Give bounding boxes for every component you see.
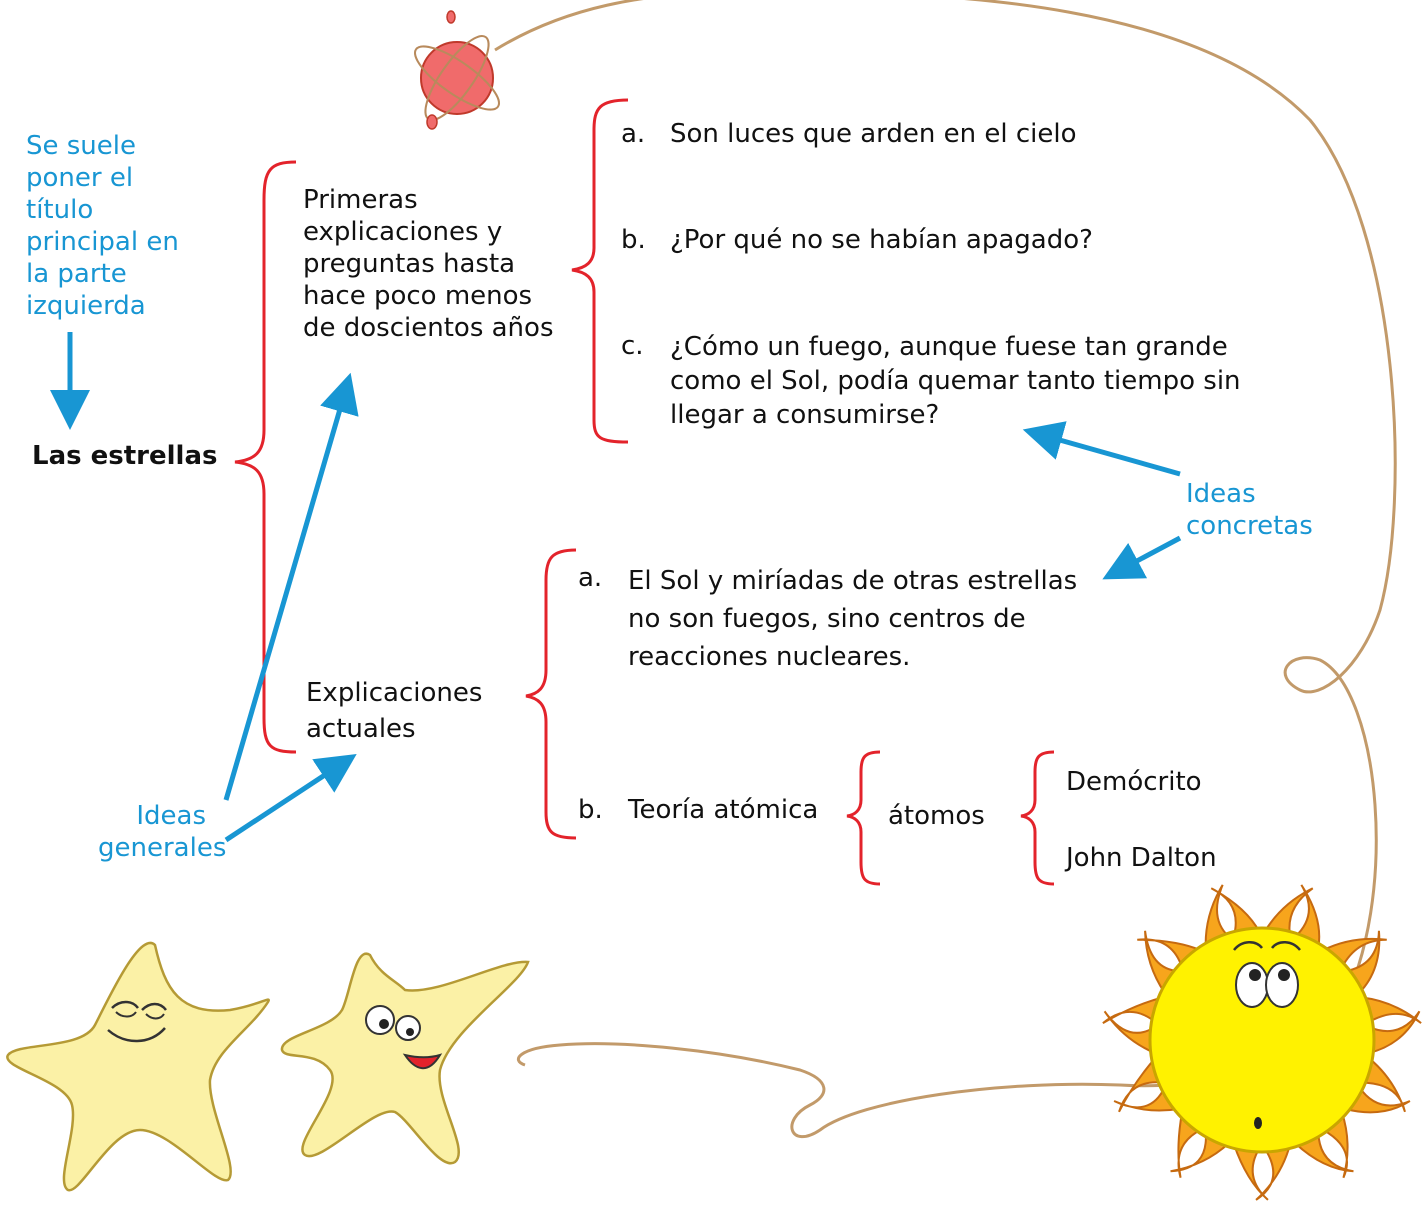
arrow-concrete-to-a — [1102, 535, 1182, 580]
item-text: Teoría atómica — [628, 794, 818, 826]
sun-icon — [1102, 884, 1422, 1201]
branch-label-line: explicaciones y — [303, 217, 503, 247]
atoms-label: átomos — [888, 801, 985, 831]
general-ideas-line: Ideas — [136, 801, 206, 831]
item-text: ¿Cómo un fuego, aunque fuese tan grande … — [670, 330, 1241, 432]
brace-first-items — [571, 98, 629, 444]
atom-person: Demócrito — [1066, 767, 1202, 797]
title-note-line: la parte — [26, 259, 127, 289]
branch-label-line: Explicaciones — [306, 678, 483, 708]
branch-label-first: Primeras explicaciones y preguntas hasta… — [303, 184, 554, 344]
item-line: El Sol y miríadas de otras estrellas — [628, 566, 1078, 596]
main-title: Las estrellas — [32, 441, 218, 471]
sun-ray — [1210, 887, 1262, 937]
item-line: reacciones nucleares. — [628, 642, 911, 672]
item-marker: c. — [621, 331, 644, 361]
atom-planet-icon — [414, 10, 500, 130]
branch-label-line: Primeras — [303, 185, 418, 215]
sun-ray — [1359, 1056, 1406, 1113]
arrows — [50, 332, 1182, 843]
title-note-line: título — [26, 195, 94, 225]
sun-ray — [1368, 1010, 1421, 1055]
general-ideas-annotation: Ideas generales — [98, 800, 227, 864]
concrete-ideas-annotation: Ideas concretas — [1186, 478, 1313, 542]
item-marker: b. — [621, 225, 646, 255]
title-note-line: Se suele — [26, 131, 137, 161]
concrete-ideas-line: concretas — [1186, 511, 1313, 541]
item-line: ¿Cómo un fuego, aunque fuese tan grande — [670, 332, 1228, 362]
item-line: no son fuegos, sino centros de — [628, 604, 1026, 634]
sun-ray — [1103, 1010, 1156, 1055]
brace-atoms — [1020, 750, 1055, 886]
title-note-line: principal en — [26, 227, 179, 257]
item-line: Teoría atómica — [628, 795, 819, 825]
branch-label-line: actuales — [306, 714, 416, 744]
braces — [234, 98, 1055, 886]
sleepy-star-icon — [6, 941, 270, 1192]
general-ideas-line: generales — [98, 833, 227, 863]
arrow-general-to-current — [224, 754, 357, 843]
sun-ray — [1232, 1143, 1269, 1201]
branch-label-line: hace poco menos — [303, 281, 533, 311]
sun-ray — [1359, 996, 1422, 1024]
sun-ray — [1255, 1143, 1292, 1201]
decorative-swirl-line — [494, 0, 1397, 1139]
sun-ray — [1118, 1055, 1165, 1113]
item-marker: a. — [621, 119, 646, 149]
arrow-concrete-to-c — [1022, 421, 1181, 477]
title-note-line: poner el — [26, 163, 134, 193]
atom-person: John Dalton — [1066, 843, 1217, 873]
item-line: llegar a consumirse? — [670, 400, 940, 430]
brace-main — [234, 160, 297, 754]
sun-ray — [1262, 887, 1314, 937]
item-text: ¿Por qué no se habían apagado? — [670, 224, 1093, 256]
sun-ray — [1292, 884, 1321, 950]
sun-ray — [1102, 995, 1165, 1025]
item-line: Son luces que arden en el cielo — [670, 119, 1077, 149]
sun-ray — [1204, 884, 1232, 950]
branch-label-line: preguntas hasta — [303, 249, 516, 279]
arrow-general-to-first — [223, 372, 359, 801]
brace-current-items — [525, 548, 577, 840]
title-note-annotation: Se suele poner el título principal en la… — [26, 130, 179, 322]
item-text: Son luces que arden en el cielo — [670, 118, 1076, 150]
title-note-line: izquierda — [26, 291, 146, 321]
happy-star-icon — [280, 952, 530, 1165]
item-marker: a. — [578, 563, 603, 593]
item-marker: b. — [578, 795, 603, 825]
branch-label-line: de doscientos años — [303, 313, 554, 343]
item-text: El Sol y miríadas de otras estrellas no … — [628, 562, 1077, 676]
brace-atomic — [846, 750, 881, 886]
concrete-ideas-line: Ideas — [1186, 479, 1256, 509]
branch-label-current: Explicaciones actuales — [306, 675, 482, 747]
item-line: ¿Por qué no se habían apagado? — [670, 225, 1093, 255]
item-line: como el Sol, podía quemar tanto tiempo s… — [670, 366, 1241, 396]
